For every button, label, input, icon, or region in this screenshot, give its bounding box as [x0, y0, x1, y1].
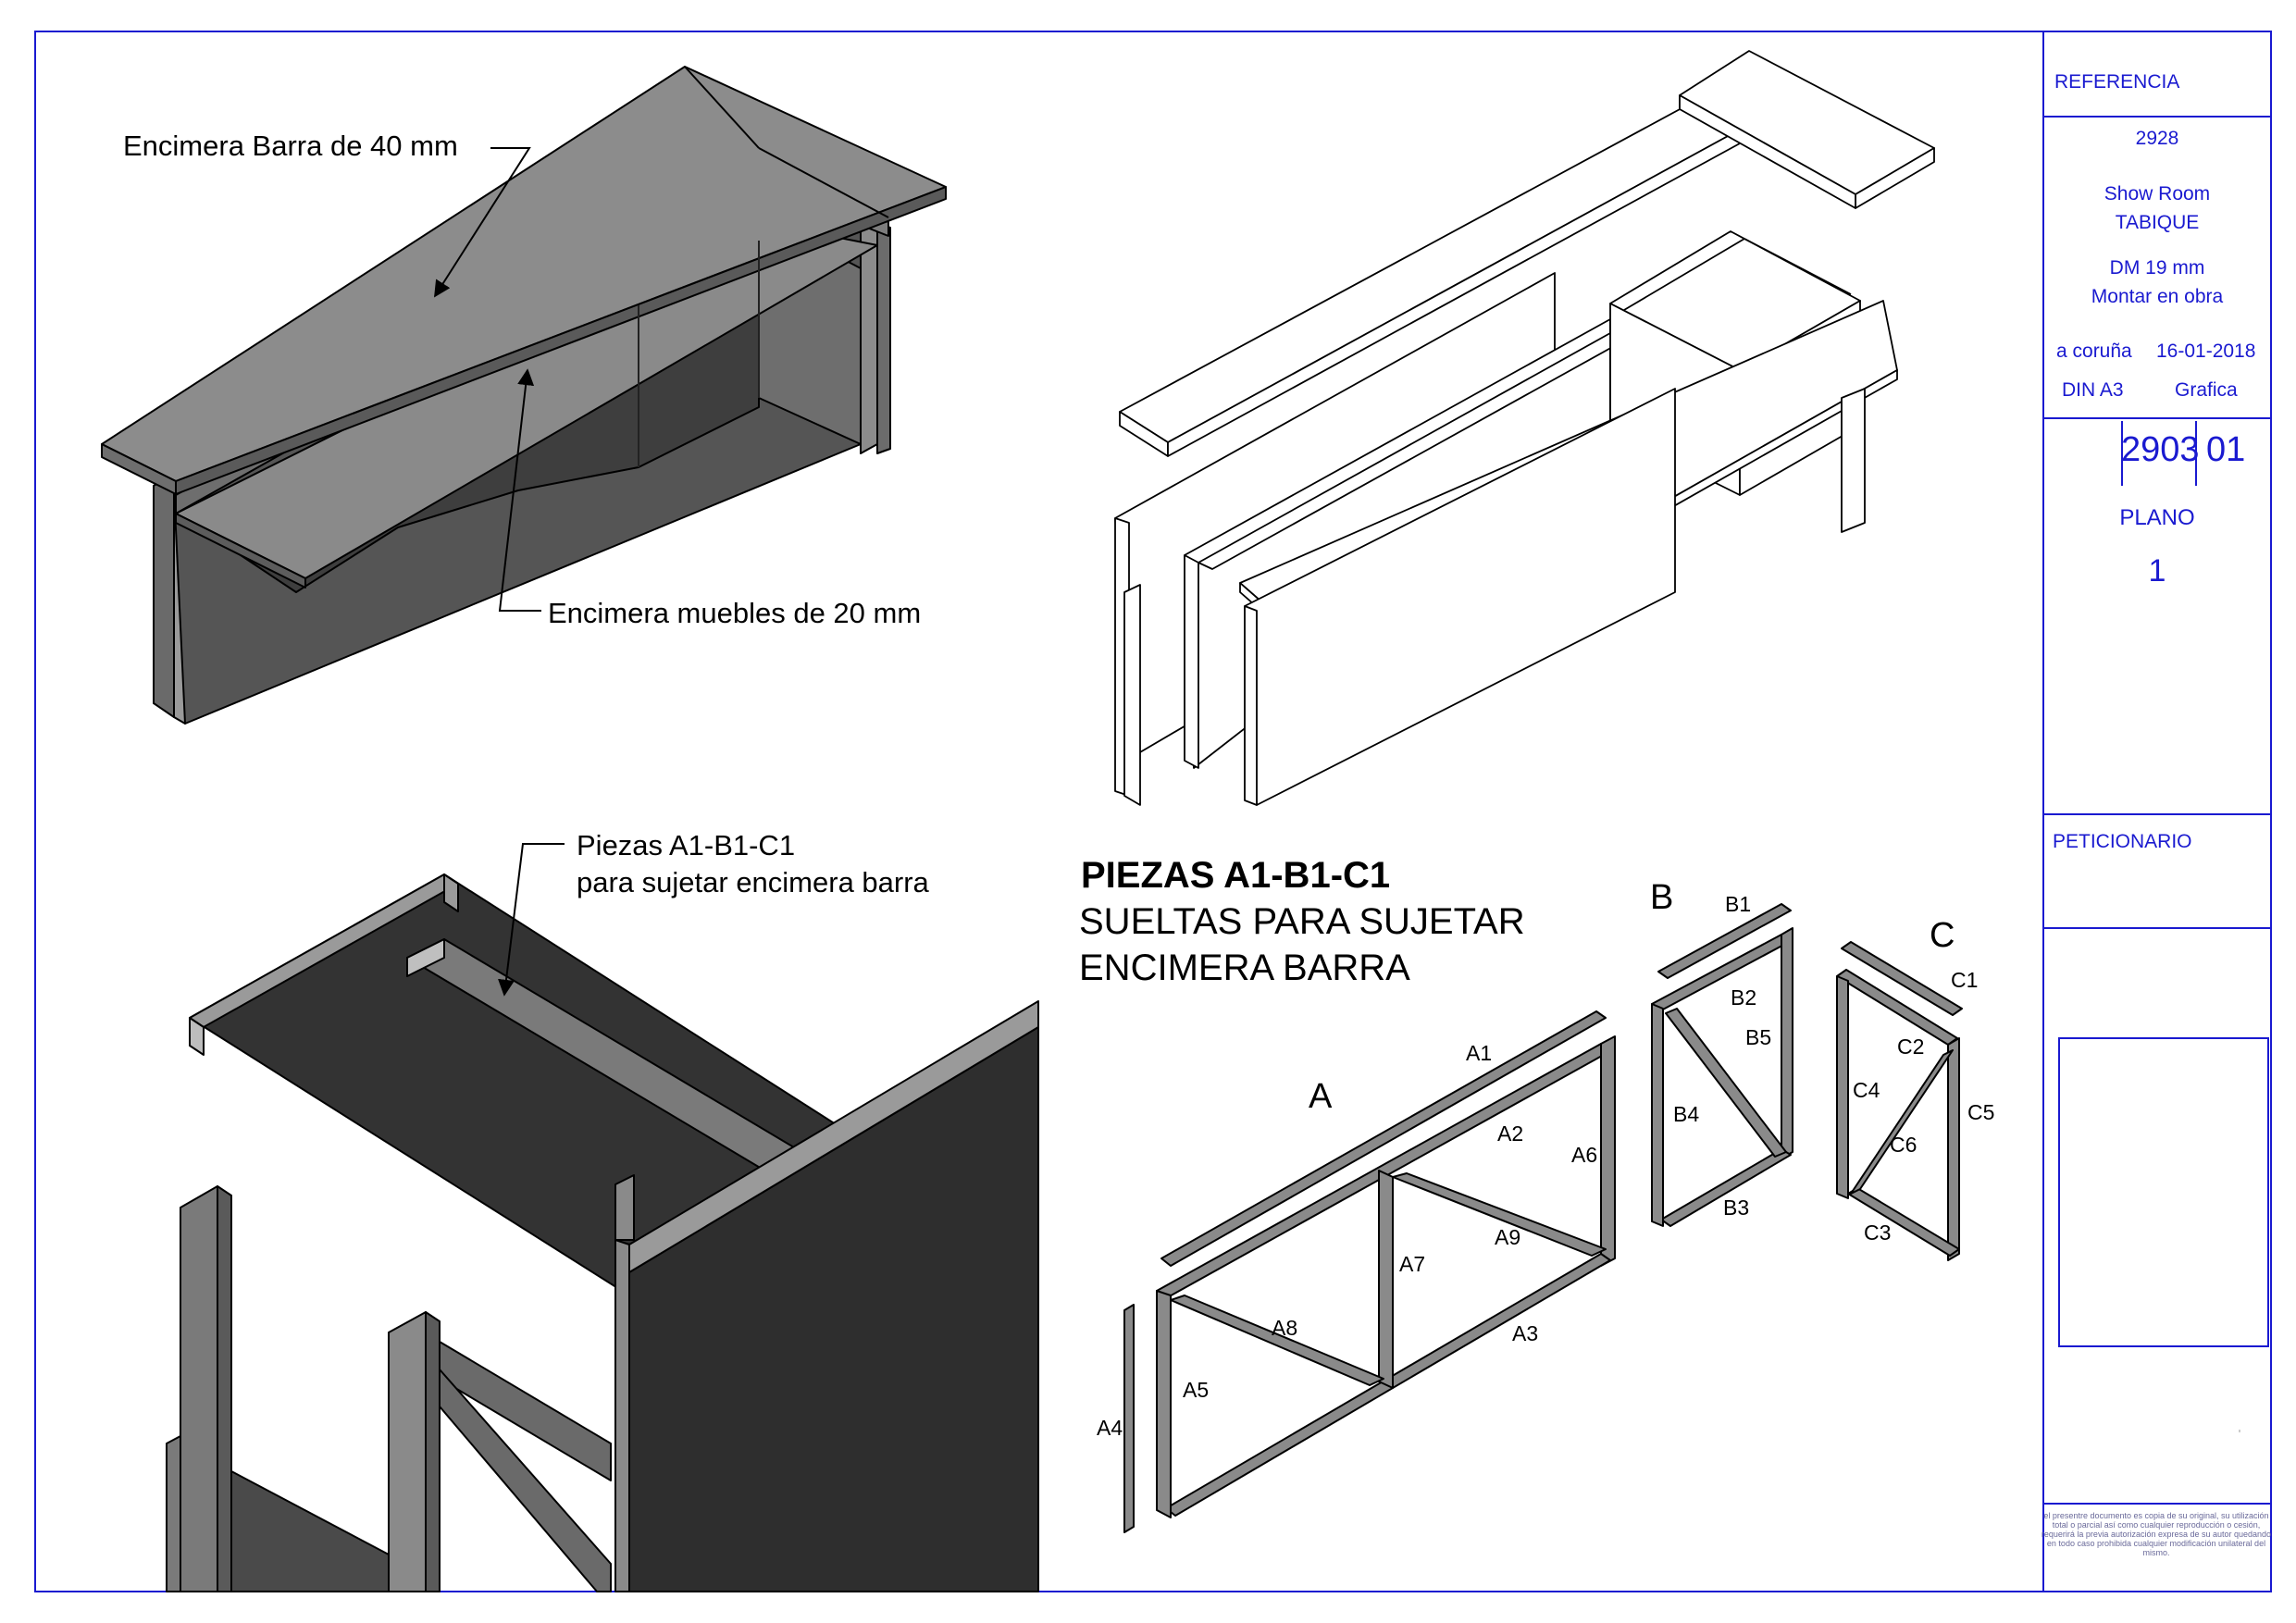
peticionario-label: PETICIONARIO	[2053, 831, 2192, 852]
part-label-c5: C5	[1967, 1100, 1995, 1124]
callout-bar-countertop: Encimera Barra de 40 mm	[123, 130, 458, 162]
pieces-heading-line2: SUELTAS PARA SUJETAR	[1079, 901, 1525, 942]
part-label-b3: B3	[1723, 1196, 1750, 1220]
group-label-a: A	[1309, 1077, 1333, 1116]
pieces-heading-bold: PIEZAS A1-B1-C1	[1081, 855, 1391, 896]
frame-a	[1123, 1010, 1616, 1533]
drawing-code: 2903	[2121, 430, 2200, 469]
part-label-a9: A9	[1495, 1225, 1521, 1249]
plano-label: PLANO	[2119, 505, 2195, 530]
part-label-b5: B5	[1745, 1025, 1772, 1049]
part-label-a7: A7	[1399, 1252, 1426, 1276]
graphic-label: Grafica	[2175, 379, 2238, 401]
reference-number: 2928	[2135, 128, 2179, 149]
sheet-border	[34, 31, 2272, 1592]
title-block	[2042, 31, 2271, 1592]
frame-c	[1836, 941, 1963, 1261]
part-label-a1: A1	[1466, 1041, 1493, 1065]
paper-size: DIN A3	[2062, 379, 2124, 401]
callout-leader-pieces	[498, 843, 565, 997]
callout-leaders-top	[434, 147, 541, 612]
part-label-c2: C2	[1897, 1035, 1925, 1059]
part-label-a2: A2	[1497, 1121, 1524, 1146]
legal-notice: el presentre documento es copia de su or…	[2041, 1511, 2272, 1557]
part-label-b4: B4	[1673, 1102, 1700, 1126]
part-label-c6: C6	[1890, 1133, 1917, 1157]
part-label-a3: A3	[1512, 1321, 1539, 1345]
material-line2: Montar en obra	[2091, 286, 2224, 307]
material-line1: DM 19 mm	[2109, 257, 2205, 279]
part-label-b1: B1	[1725, 892, 1752, 916]
part-label-a6: A6	[1571, 1143, 1598, 1167]
detail-underside-view	[166, 873, 1039, 1592]
part-label-a5: A5	[1183, 1378, 1210, 1402]
plano-number: 1	[2148, 553, 2166, 588]
part-label-c1: C1	[1951, 968, 1979, 992]
part-label-b2: B2	[1731, 985, 1757, 1010]
exploded-view	[1114, 50, 1935, 806]
frame-b	[1651, 903, 1793, 1227]
location: a coruña	[2056, 341, 2132, 362]
group-label-b: B	[1650, 878, 1674, 917]
callout-furniture-countertop: Encimera muebles de 20 mm	[548, 597, 922, 629]
callout-pieces-line2: para sujetar encimera barra	[577, 866, 929, 898]
assembled-counter-view	[101, 66, 947, 725]
callout-pieces-line1: Piezas A1-B1-C1	[577, 829, 796, 861]
referencia-label: REFERENCIA	[2054, 71, 2180, 93]
date: 16-01-2018	[2156, 341, 2256, 362]
project-line1: Show Room	[2104, 183, 2211, 204]
part-label-a8: A8	[1272, 1316, 1298, 1340]
part-label-c4: C4	[1853, 1078, 1880, 1102]
drawing-revision: 01	[2206, 430, 2246, 469]
part-label-c3: C3	[1864, 1220, 1892, 1245]
pieces-heading-line3: ENCIMERA BARRA	[1079, 948, 1410, 988]
project-line2: TABIQUE	[2115, 212, 2200, 233]
part-label-a4: A4	[1097, 1416, 1123, 1440]
group-label-c: C	[1930, 916, 1955, 955]
